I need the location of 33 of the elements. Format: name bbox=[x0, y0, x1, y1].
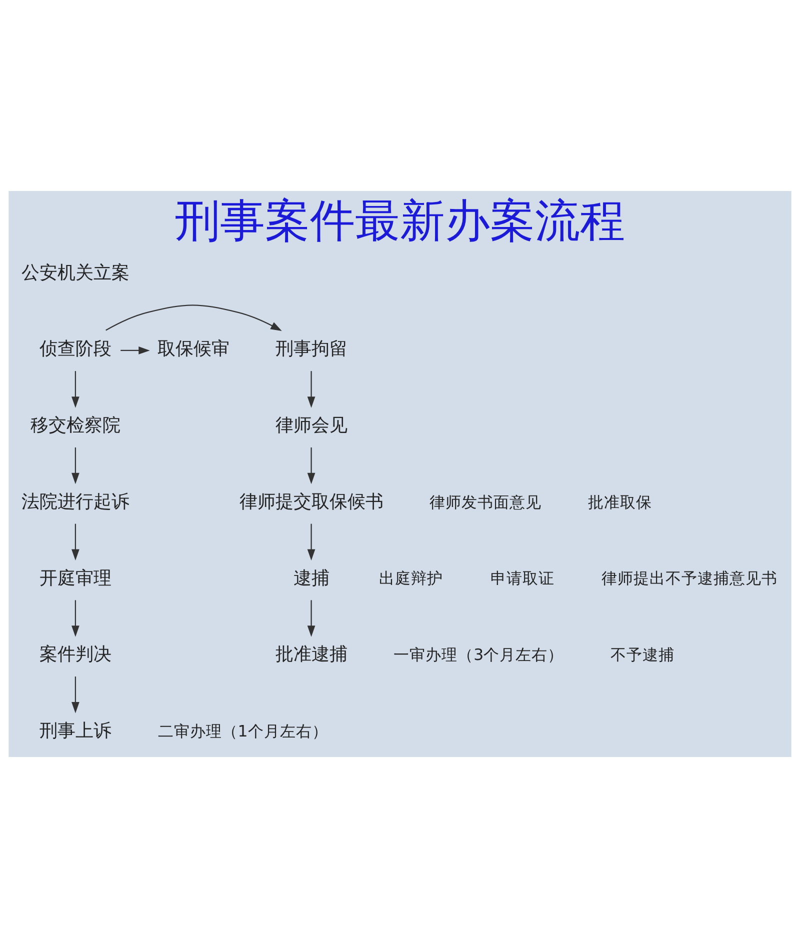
label: 一审办理（3个月左右） bbox=[394, 645, 564, 664]
arrow bbox=[72, 676, 80, 714]
node-text: 开庭审理 bbox=[39, 568, 112, 589]
arrow bbox=[72, 371, 80, 408]
label: 律师发书面意见 bbox=[429, 492, 542, 512]
label: 申请取证 bbox=[490, 568, 554, 588]
node-text: 法院进行起诉 bbox=[21, 491, 130, 512]
node-text: 律师会见 bbox=[275, 415, 348, 436]
node-text: 侦查阶段 bbox=[39, 338, 112, 360]
arrow bbox=[106, 304, 282, 332]
arrow bbox=[72, 447, 80, 484]
label: 二审办理（1个月左右） bbox=[158, 721, 328, 740]
arrow bbox=[307, 447, 316, 484]
arrow bbox=[120, 346, 150, 354]
arrow bbox=[72, 524, 80, 561]
label: 不予逮捕 bbox=[610, 645, 675, 664]
arrow bbox=[307, 371, 316, 408]
label: 出庭辩护 bbox=[379, 568, 444, 588]
node-text: 刑事拘留 bbox=[275, 338, 348, 360]
label: 律师提出不予逮捕意见书 bbox=[602, 568, 778, 588]
node-text: 案件判决 bbox=[39, 644, 112, 666]
arrow bbox=[307, 600, 316, 637]
label: 批准取保 bbox=[588, 492, 652, 512]
node-text: 逮捕 bbox=[293, 568, 330, 589]
node-text: 取保候审 bbox=[157, 338, 230, 360]
arrow bbox=[72, 600, 80, 637]
arrow bbox=[307, 524, 316, 561]
diagram-title: 刑事案件最新办案流程 bbox=[175, 194, 625, 247]
node-text: 公安机关立案 bbox=[21, 262, 130, 284]
node-text: 移交检察院 bbox=[30, 415, 120, 436]
node-text: 律师提交取保候书 bbox=[239, 491, 384, 512]
node-text: 刑事上诉 bbox=[39, 720, 112, 742]
node-text: 批准逮捕 bbox=[275, 644, 348, 666]
